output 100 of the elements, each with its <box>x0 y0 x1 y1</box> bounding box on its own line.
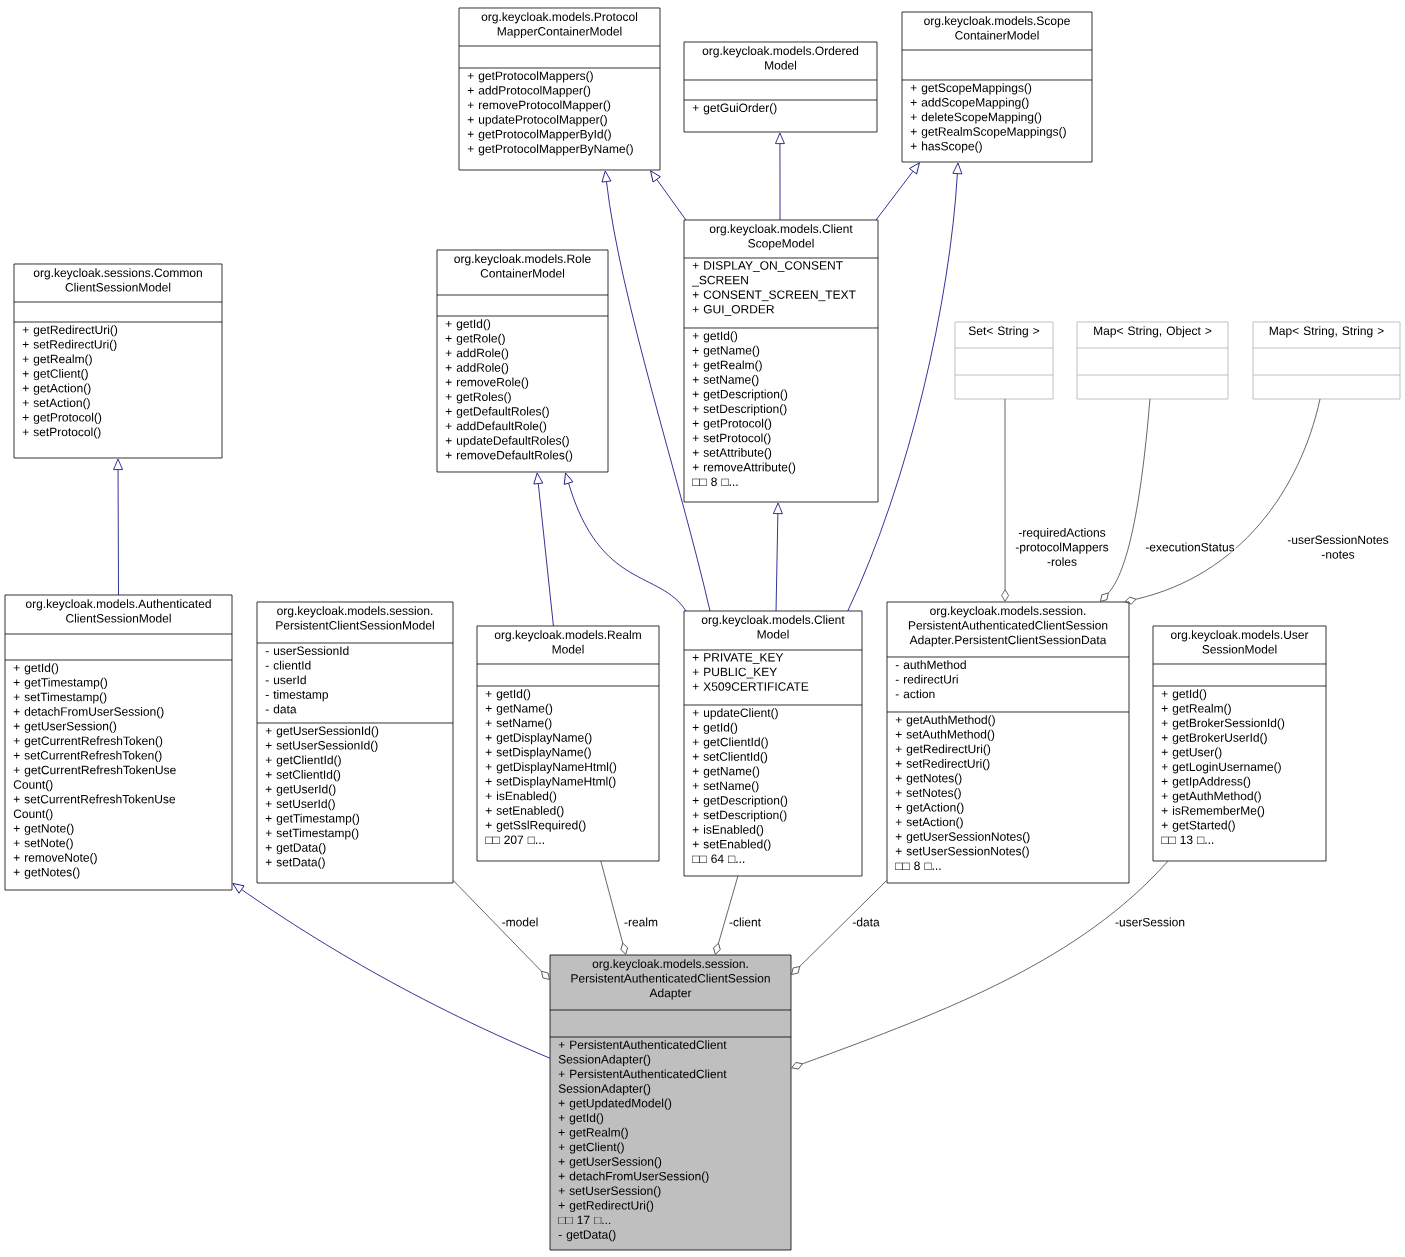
class-box <box>683 41 878 133</box>
method-list: + updateClient() + getId() + getClientId() + setClientId() + getName() + setName() + getDescription() + setDescription() + isEnabled() + setEnabled() □□ 64 □... <box>692 708 788 863</box>
node-label: □□ 207 □... <box>485 835 544 844</box>
class-name: org.keycloak.models.Client Model <box>701 615 845 639</box>
method-list: + getAuthMethod() + setAuthMethod() + getRedirectUri() + setRedirectUri() + getNotes() + setNotes() + getAction() + setAction() + getUserSessionNotes() + setUserSessionNotes() □□ 8 □... <box>895 715 1030 870</box>
node-label: + getProtocol() <box>22 412 102 424</box>
node-label: + setClientId() <box>692 752 768 764</box>
node-label: + getLoginUsername() <box>1161 762 1281 774</box>
node-label: - userId <box>265 675 306 685</box>
node-label: + addProtocolMapper() <box>467 85 591 97</box>
node-label: + getTimestamp() <box>13 677 108 689</box>
arrow <box>601 170 711 612</box>
node-label: + updateDefaultRoles() <box>445 436 569 448</box>
class-name: org.keycloak.models.Realm Model <box>494 630 641 654</box>
node-label: + getId() <box>445 319 491 331</box>
arrow <box>847 162 963 612</box>
class-name: Set< String > <box>968 326 1040 338</box>
node-label: + setName() <box>485 718 552 730</box>
node-label: + getDefaultRoles() <box>445 406 549 418</box>
node-label: - clientId <box>265 660 311 670</box>
node-label: + setDisplayName() <box>485 747 591 759</box>
class-name: org.keycloak.models.Role ContainerModel <box>454 254 591 278</box>
class-name: org.keycloak.models.Scope ContainerModel <box>924 16 1070 40</box>
node-label: + getRealm() <box>1161 703 1231 715</box>
node-label: + getName() <box>692 766 760 778</box>
node-label: + getScopeMappings() <box>910 83 1032 95</box>
arrow <box>875 162 920 221</box>
node-label: + getProtocolMapperByName() <box>467 144 633 156</box>
node-label: - data <box>265 704 297 714</box>
node-label: + getSslRequired() <box>485 820 586 832</box>
node-label: + getId() <box>1161 689 1207 701</box>
node-label: + isRememberMe() <box>1161 806 1265 818</box>
node-label: + getRealmScopeMappings() <box>910 127 1066 139</box>
node-label: + getRoles() <box>445 392 511 404</box>
node-label: + updateClient() <box>692 708 778 720</box>
class-name: org.keycloak.models.Client ScopeModel <box>709 224 853 250</box>
node-label: + setTimestamp() <box>265 828 359 840</box>
node-label: + setAction() <box>22 398 90 410</box>
method-list: + getId() + getRole() + addRole() + addRole() + removeRole() + getRoles() + getDefaultRoles() + addDefaultRole() + updateDefaultRoles() + removeDefaultRoles() <box>445 319 573 462</box>
arrow <box>1100 398 1151 602</box>
node-label: + getIpAddress() <box>1161 776 1251 788</box>
attribute-list: + PRIVATE_KEY + PUBLIC_KEY + X509CERTIFICATE <box>692 653 809 691</box>
node-label: + getUserSessionNotes() <box>895 832 1030 844</box>
node-label: + getClientId() <box>692 737 768 749</box>
node-label: + setUserId() <box>265 799 335 811</box>
class-box <box>1252 321 1401 400</box>
arrow <box>791 879 888 975</box>
class-box <box>13 263 223 459</box>
node-label: + getAuthMethod() <box>1161 791 1261 803</box>
node-label: + setClientId() <box>265 770 341 782</box>
node-label: + addScopeMapping() <box>910 97 1029 109</box>
node-label: + getId() <box>692 331 738 343</box>
arrow <box>113 458 123 596</box>
method-list: + getId() + getTimestamp() + setTimestamp() + detachFromUserSession() + getUserSession() + getCurrentRefreshToken() + setCurrentRefreshToken() + getCurrentRefreshTokenUse Count() + setCurrentRefreshTokenUse Count() + getNote() + setNote() + removeNote() + getNotes() <box>13 663 176 879</box>
node-label: + updateProtocolMapper() <box>467 115 607 127</box>
class-box <box>458 7 661 171</box>
node-label: + getUserSession() <box>558 1157 662 1169</box>
node-label: + setName() <box>692 781 759 793</box>
node-label: + removeNote() <box>13 853 97 865</box>
edge-label: -realm <box>623 916 659 928</box>
node-label: + setTimestamp() <box>13 692 107 704</box>
edge-label: -userSession <box>1114 916 1187 928</box>
node-label: + addRole() <box>445 348 509 360</box>
class-name: Map< String, Object > <box>1094 326 1212 338</box>
arrow <box>713 875 739 955</box>
class-name: org.keycloak.models.Authenticated ClientSessionModel <box>25 599 211 623</box>
node-label: + getRealm() <box>558 1127 628 1139</box>
node-label: + getCurrentRefreshToken() <box>13 736 163 748</box>
node-label: + setEnabled() <box>485 806 564 818</box>
node-label: + isEnabled() <box>692 825 764 837</box>
class-box <box>683 219 879 503</box>
class-name: org.keycloak.sessions.Common ClientSessionModel <box>33 268 202 292</box>
node-label: + getDescription() <box>692 389 788 401</box>
node-label: + addRole() <box>445 363 509 375</box>
edge-label: -data <box>851 916 881 928</box>
node-label: + removeProtocolMapper() <box>467 100 611 112</box>
node-label: + setData() <box>265 857 325 869</box>
node-label: + getNote() <box>13 823 74 835</box>
node-label: + setNote() <box>13 838 73 850</box>
node-label: + getProtocolMapperById() <box>467 129 611 141</box>
node-label: + setName() <box>692 375 759 387</box>
method-list: + getId() + getName() + getRealm() + setName() + getDescription() + setDescription() + getProtocol() + setProtocol() + setAttribute() + removeAttribute() □□ 8 □... <box>692 331 796 486</box>
node-label: + setUserSessionNotes() <box>895 846 1029 858</box>
node-label: + getData() <box>265 843 326 855</box>
node-label: + setDescription() <box>692 810 787 822</box>
edge-label: -requiredActions -protocolMappers -roles <box>1011 527 1113 567</box>
class-name: org.keycloak.models.session. PersistentAuthenticatedClientSession Adapter <box>571 959 770 1000</box>
node-label: + setRedirectUri() <box>895 759 990 771</box>
class-box <box>886 601 1130 884</box>
node-label: + setAction() <box>895 817 963 829</box>
node-label: + setUserSessionId() <box>265 740 378 752</box>
class-box <box>476 625 660 862</box>
arrow <box>791 860 1169 1070</box>
arrow <box>563 472 687 612</box>
method-list: + getId() + getRealm() + getBrokerSessionId() + getBrokerUserId() + getUser() + getLoginUsername() + getIpAddress() + getAuthMethod() + isRememberMe() + getStarted() □□ 13 □... <box>1161 689 1285 844</box>
node-label: + getDescription() <box>692 795 788 807</box>
node-label: + getName() <box>485 703 553 715</box>
method-list: + getScopeMappings() + addScopeMapping() + deleteScopeMapping() + getRealmScopeMappings() + hasScope() <box>910 83 1066 153</box>
node-label: + setProtocol() <box>22 427 101 439</box>
node-label: + getCurrentRefreshTokenUse Count() <box>13 765 176 792</box>
